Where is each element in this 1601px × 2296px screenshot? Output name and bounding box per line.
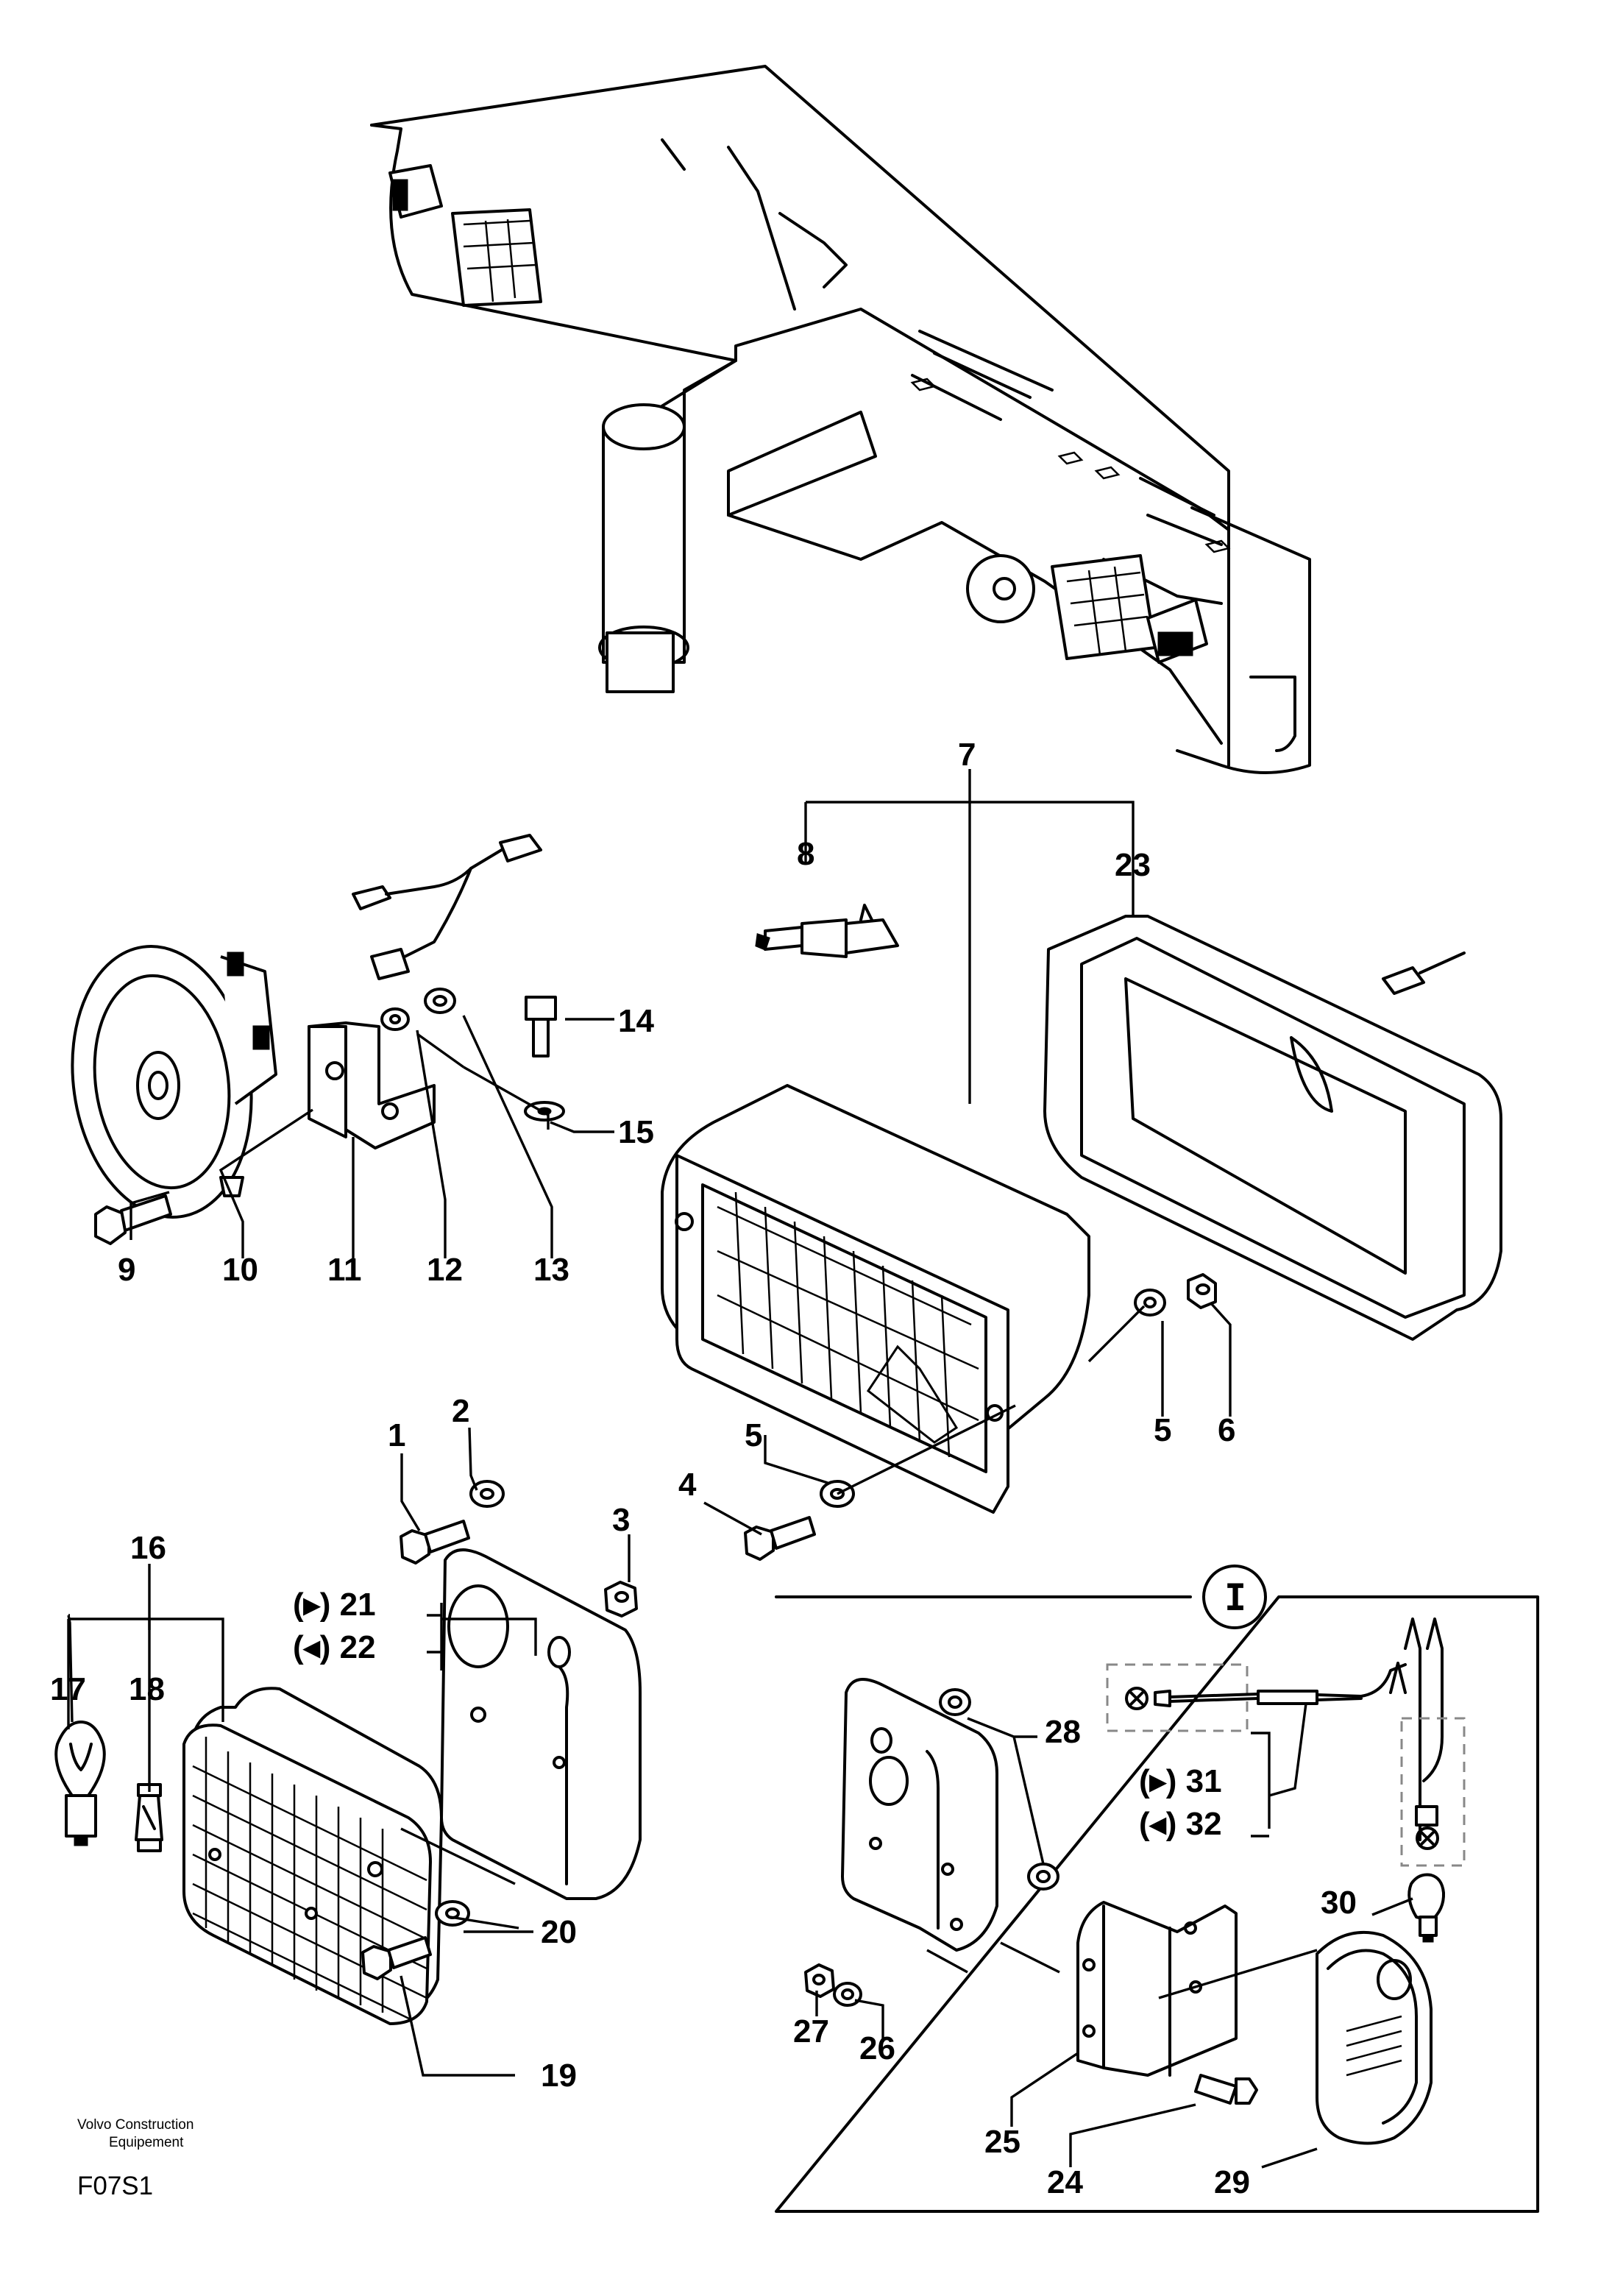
callout-3: 3 <box>612 1502 630 1538</box>
callout-labels: 7 8 23 14 15 9 10 11 12 13 5 6 5 4 1 2 3… <box>50 737 1357 2200</box>
callout-14: 14 <box>618 1003 654 1039</box>
callout-30: 30 <box>1321 1885 1357 1921</box>
footer: Volvo Construction Equipement F07S1 <box>77 2117 194 2200</box>
callout-28: 28 <box>1045 1714 1081 1750</box>
machine-frame-illustration <box>370 65 1311 774</box>
callout-6: 6 <box>1218 1412 1235 1448</box>
callout-20: 20 <box>541 1914 577 1950</box>
callout-26: 26 <box>859 2030 895 2066</box>
callout-5-left: 5 <box>745 1417 762 1453</box>
work-light-assembly <box>661 769 1502 1561</box>
leader-lines <box>67 1015 1413 2169</box>
detail-i-box <box>775 1565 1539 2213</box>
callout-15: 15 <box>618 1114 654 1150</box>
brand-line-1: Volvo Construction <box>77 2117 194 2133</box>
callout-19: 19 <box>541 2058 577 2094</box>
callout-16: 16 <box>130 1530 166 1566</box>
callout-18: 18 <box>129 1671 165 1707</box>
callout-29: 29 <box>1214 2164 1250 2200</box>
callout-10: 10 <box>222 1252 258 1288</box>
callout-7: 7 <box>958 737 976 773</box>
callout-9: 9 <box>118 1252 135 1288</box>
callout-21: (▸) 21 <box>293 1587 376 1623</box>
figure-code: F07S1 <box>77 2172 153 2200</box>
callout-11: 11 <box>327 1252 362 1288</box>
callout-24: 24 <box>1047 2164 1083 2200</box>
callout-23: 23 <box>1115 847 1151 883</box>
callout-25: 25 <box>984 2124 1020 2160</box>
callout-4: 4 <box>678 1467 697 1503</box>
callout-27: 27 <box>793 2013 829 2049</box>
callout-8: 8 <box>797 836 814 872</box>
callout-31: (▸) 31 <box>1139 1763 1222 1799</box>
callout-17: 17 <box>50 1671 86 1707</box>
callout-2: 2 <box>452 1393 469 1429</box>
callout-22: (◂) 22 <box>293 1629 376 1665</box>
callout-1: 1 <box>388 1417 405 1453</box>
brand-line-2: Equipement <box>109 2135 184 2150</box>
tail-lamp-assembly <box>54 1480 642 2025</box>
callout-13: 13 <box>533 1252 569 1288</box>
callout-12: 12 <box>427 1252 463 1288</box>
callout-5-right: 5 <box>1154 1412 1171 1448</box>
callout-32: (◂) 32 <box>1139 1806 1222 1842</box>
detail-badge-label: I <box>1224 1576 1246 1619</box>
horn-assembly <box>71 834 565 1245</box>
